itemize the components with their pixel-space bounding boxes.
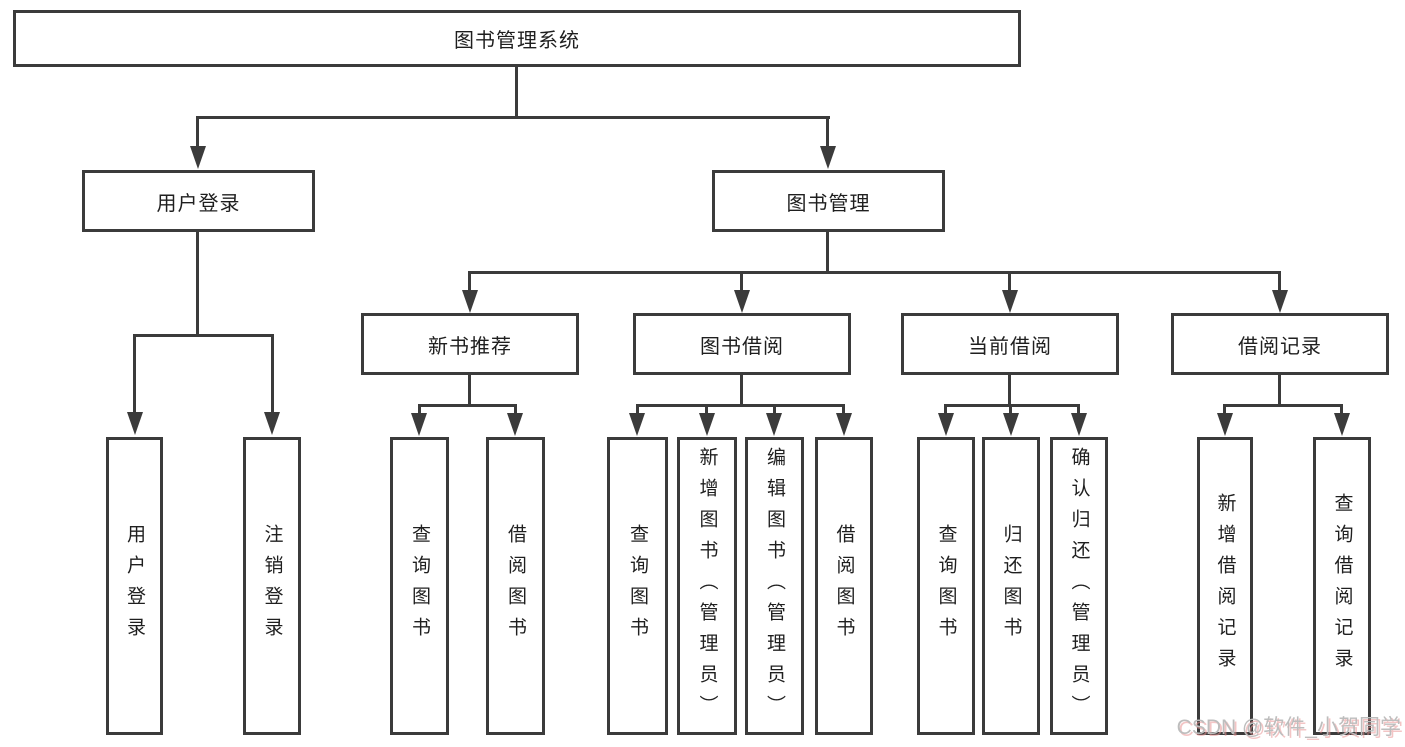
leaf-logout-label: 注销登录: [261, 524, 283, 648]
leaf-borrow-book: 借阅图书: [815, 437, 873, 735]
csdn-watermark: CSDN @软件_小贺同学: [1176, 716, 1401, 739]
arrow-down-icon: [938, 413, 954, 436]
leaf-confirm-return-admin: 确认归还（管理员）: [1050, 437, 1108, 735]
connector-line: [1278, 373, 1281, 406]
leaf-user-login-label: 用户登录: [124, 524, 145, 648]
connector-line: [196, 116, 830, 119]
node-user-login-label: 用户登录: [156, 192, 241, 215]
connector-line: [418, 404, 517, 407]
connector-line: [705, 404, 708, 415]
leaf-add-borrow-record-label: 新增借阅记录: [1214, 493, 1236, 679]
node-new-book-recommend-label: 新书推荐: [428, 335, 512, 358]
leaf-recommend-query-book-label: 查询图书: [409, 524, 430, 648]
connector-line: [468, 373, 471, 406]
connector-line: [1077, 404, 1080, 415]
leaf-logout: 注销登录: [243, 437, 301, 735]
connector-line: [196, 116, 199, 148]
leaf-current-query-book-label: 查询图书: [935, 524, 957, 648]
node-current-borrow-label: 当前借阅: [968, 335, 1052, 358]
leaf-return-book: 归还图书: [982, 437, 1040, 735]
arrow-down-icon: [127, 412, 143, 435]
connector-line: [1008, 271, 1011, 293]
connector-line: [515, 66, 518, 118]
arrow-down-icon: [1003, 413, 1019, 436]
leaf-current-query-book: 查询图书: [917, 437, 975, 735]
leaf-edit-book-admin-label: 编辑图书（管理员）: [764, 446, 785, 726]
arrow-down-icon: [1334, 413, 1350, 436]
node-root: 图书管理系统: [13, 10, 1021, 67]
connector-line: [271, 334, 274, 412]
node-new-book-recommend: 新书推荐: [361, 313, 579, 375]
arrow-down-icon: [836, 413, 852, 436]
node-current-borrow: 当前借阅: [901, 313, 1119, 375]
leaf-recommend-query-book: 查询图书: [390, 437, 449, 735]
connector-line: [944, 404, 1080, 407]
leaf-borrow-query-book-label: 查询图书: [627, 524, 648, 648]
arrow-down-icon: [1272, 290, 1288, 313]
arrow-down-icon: [411, 413, 427, 436]
connector-line: [133, 334, 136, 412]
node-book-borrow-label: 图书借阅: [700, 335, 784, 358]
leaf-query-borrow-record: 查询借阅记录: [1313, 437, 1371, 735]
leaf-add-book-admin: 新增图书（管理员）: [677, 437, 737, 735]
leaf-add-book-admin-label: 新增图书（管理员）: [696, 446, 718, 726]
connector-line: [514, 404, 517, 415]
connector-line: [418, 404, 421, 415]
leaf-recommend-borrow-book: 借阅图书: [486, 437, 545, 735]
arrow-down-icon: [507, 413, 523, 436]
connector-line: [636, 404, 845, 407]
arrow-down-icon: [820, 146, 836, 169]
leaf-add-borrow-record: 新增借阅记录: [1197, 437, 1253, 735]
arrow-down-icon: [462, 290, 478, 313]
leaf-recommend-borrow-book-label: 借阅图书: [505, 524, 526, 648]
node-book-management: 图书管理: [712, 170, 945, 232]
arrow-down-icon: [1002, 290, 1018, 313]
leaf-borrow-query-book: 查询图书: [607, 437, 668, 735]
connector-line: [826, 230, 829, 274]
leaf-query-borrow-record-label: 查询借阅记录: [1331, 493, 1353, 679]
connector-line: [740, 271, 743, 293]
leaf-edit-book-admin: 编辑图书（管理员）: [745, 437, 804, 735]
arrow-down-icon: [766, 413, 782, 436]
node-borrow-record-label: 借阅记录: [1238, 335, 1322, 358]
connector-line: [842, 404, 845, 415]
connector-line: [740, 373, 743, 406]
connector-line: [1340, 404, 1343, 415]
connector-line: [773, 404, 776, 415]
leaf-confirm-return-admin-label: 确认归还（管理员）: [1068, 446, 1090, 726]
connector-line: [1278, 271, 1281, 293]
arrow-down-icon: [190, 146, 206, 169]
connector-line: [133, 334, 274, 337]
leaf-borrow-book-label: 借阅图书: [833, 524, 855, 648]
connector-line: [1009, 404, 1012, 415]
connector-line: [1223, 404, 1226, 415]
connector-line: [468, 271, 1281, 274]
node-book-management-label: 图书管理: [786, 192, 871, 215]
arrow-down-icon: [264, 412, 280, 435]
node-root-label: 图书管理系统: [454, 30, 580, 52]
node-user-login: 用户登录: [82, 170, 315, 232]
arrow-down-icon: [1217, 413, 1233, 436]
connector-line: [468, 271, 471, 293]
arrow-down-icon: [629, 413, 645, 436]
connector-line: [1223, 404, 1343, 407]
arrow-down-icon: [734, 290, 750, 313]
leaf-user-login: 用户登录: [106, 437, 163, 735]
node-borrow-record: 借阅记录: [1171, 313, 1389, 375]
arrow-down-icon: [1071, 413, 1087, 436]
connector-line: [1008, 373, 1011, 406]
connector-line: [944, 404, 947, 415]
connector-line: [196, 230, 199, 336]
connector-line: [826, 116, 829, 148]
arrow-down-icon: [699, 413, 715, 436]
node-book-borrow: 图书借阅: [633, 313, 851, 375]
connector-line: [636, 404, 639, 415]
leaf-return-book-label: 归还图书: [1000, 524, 1022, 648]
